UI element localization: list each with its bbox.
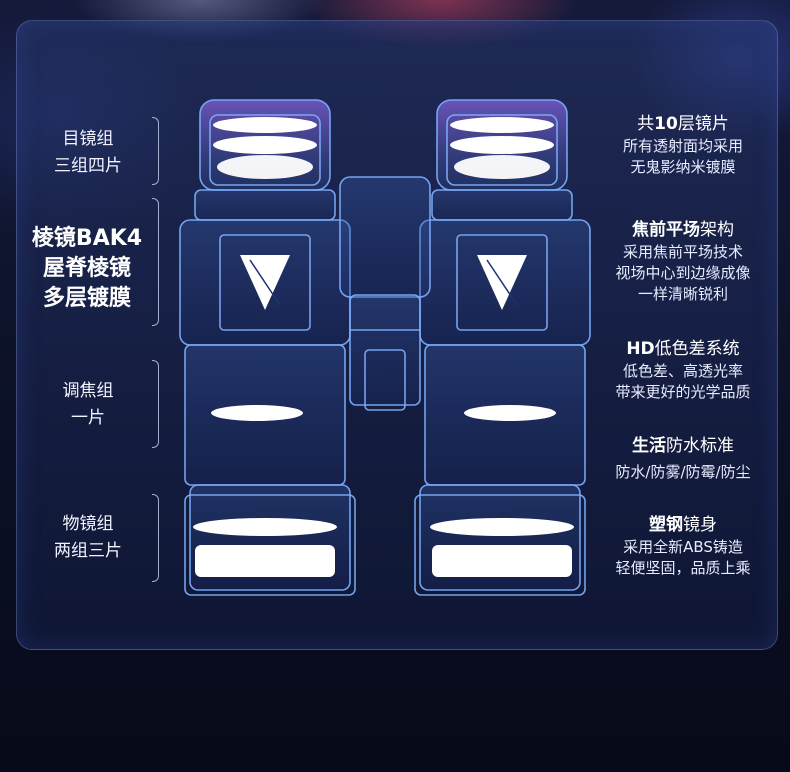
feature-desc: 采用全新ABS铸造 [623,538,743,556]
feature-desc: 一样清晰锐利 [637,285,728,303]
feature-hd-system: HD低色差系统 低色差、高透光率 带来更好的光学品质 [588,337,778,403]
feature-desc: 采用焦前平场技术 [622,243,743,261]
prism-group-label: 棱镜BAK4 屋脊棱镜 多层镀膜 [22,224,152,314]
objective-group-label: 物镜组 两组三片 [28,511,148,565]
feature-field-flattener: 焦前平场架构 采用焦前平场技术 视场中心到边缘成像 一样清晰锐利 [588,218,778,305]
feature-title: 共10层镜片 [637,114,729,134]
feature-body-material: 塑钢镜身 采用全新ABS铸造 轻便坚固，品质上乘 [588,513,778,579]
bracket [152,494,159,582]
label-line: 两组三片 [54,541,122,561]
bracket [152,360,159,448]
feature-desc: 无鬼影纳米镀膜 [630,158,736,176]
eyepiece-group-label: 目镜组 三组四片 [28,126,148,180]
label-line: 目镜组 [62,129,114,149]
feature-title: 焦前平场架构 [632,220,734,240]
feature-desc: 视场中心到边缘成像 [615,264,751,282]
label-line: 棱镜BAK4 [31,226,143,251]
feature-desc: 所有透射面均采用 [622,137,743,155]
label-line: 一片 [71,408,105,428]
feature-title: 生活防水标准 [632,436,734,456]
feature-title: HD低色差系统 [626,339,740,359]
feature-desc: 轻便坚固，品质上乘 [615,559,751,577]
label-line: 物镜组 [62,514,114,534]
label-line: 调焦组 [62,381,114,401]
bracket [152,198,159,326]
label-line: 屋脊棱镜 [42,256,131,281]
lens-elements [193,117,574,577]
feature-lens-count: 共10层镜片 所有透射面均采用 无鬼影纳米镀膜 [588,112,778,178]
label-line: 三组四片 [54,156,122,176]
binoculars-illustration [179,99,591,596]
center-bridge [339,176,431,411]
focus-group-label: 调焦组 一片 [28,378,148,432]
bracket [152,117,159,185]
feature-desc: 低色差、高透光率 [622,362,743,380]
feature-desc: 防水/防雾/防霉/防尘 [615,463,751,481]
label-line: 多层镀膜 [42,286,131,311]
feature-waterproof: 生活防水标准 防水/防雾/防霉/防尘 [588,434,778,483]
feature-title: 塑钢镜身 [649,515,717,535]
feature-desc: 带来更好的光学品质 [615,383,751,401]
